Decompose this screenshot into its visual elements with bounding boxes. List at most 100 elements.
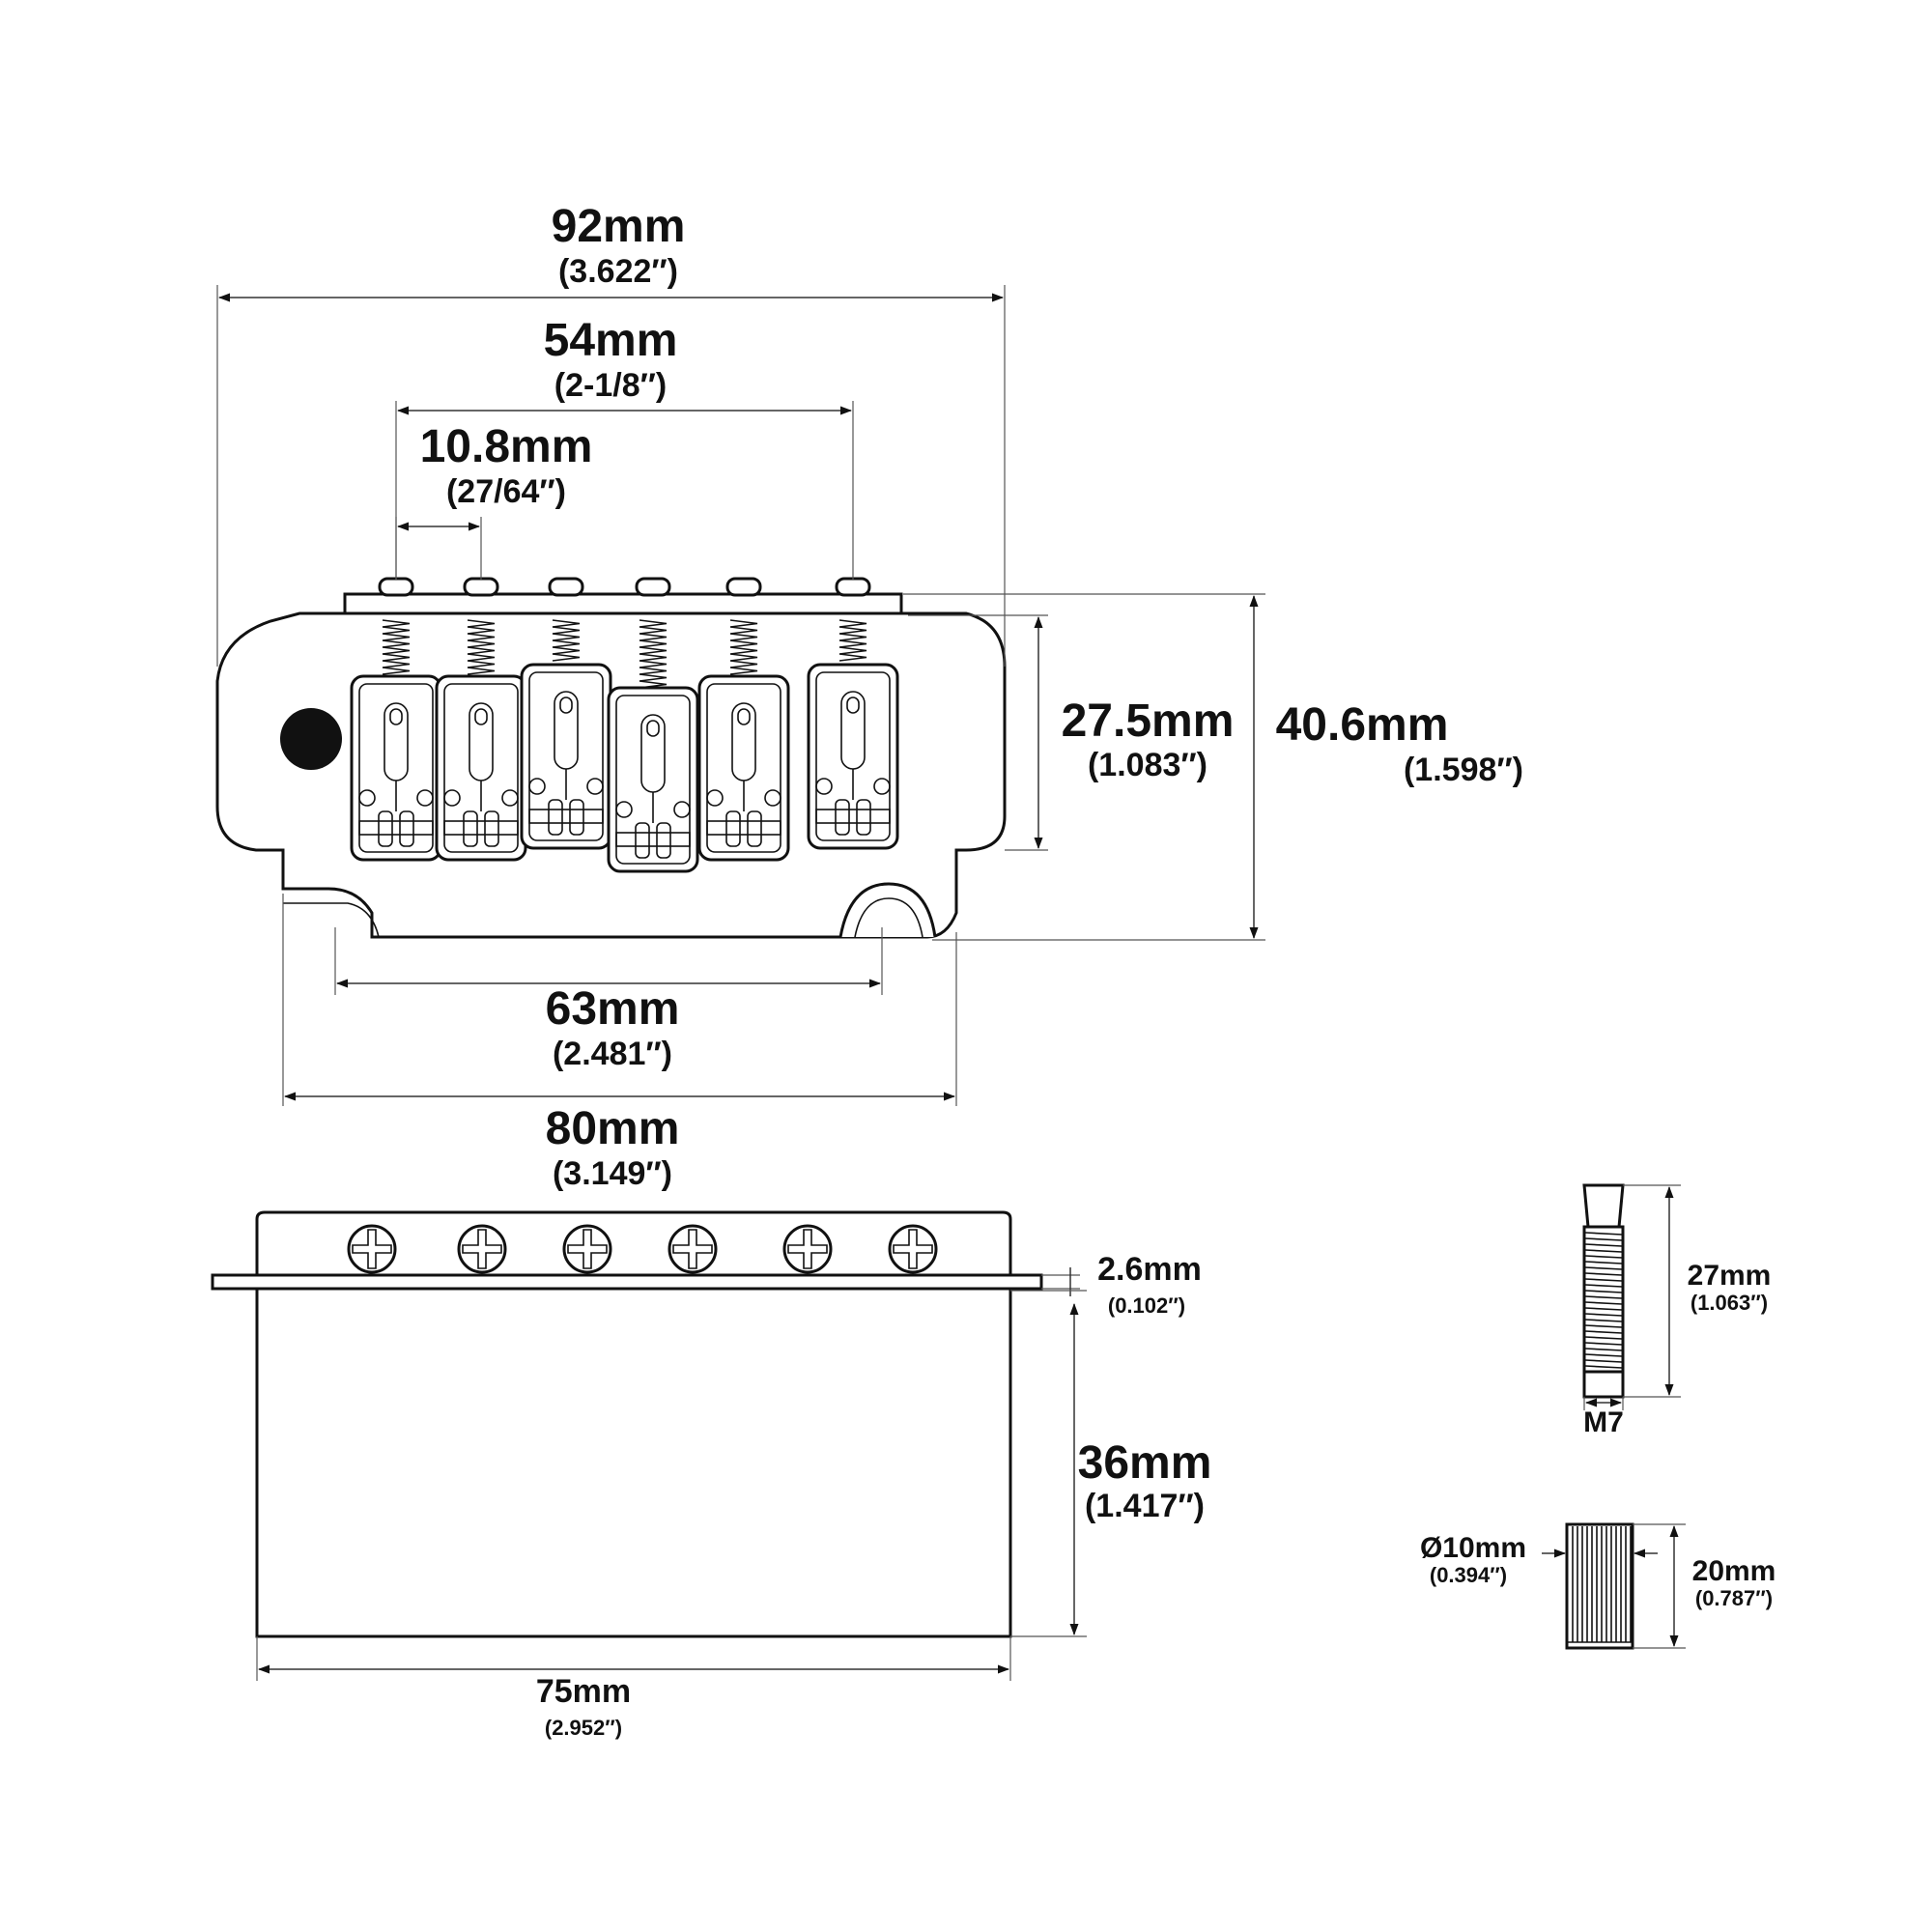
saddle-clip — [706, 820, 781, 836]
screw-head — [888, 1224, 938, 1274]
saddle-height-screw-right — [501, 789, 519, 807]
saddle-height-screw-left — [615, 801, 633, 818]
thread-line — [1584, 1365, 1623, 1369]
thread-line — [1584, 1237, 1623, 1241]
plate-thickness-imperial: (0.102″) — [1108, 1293, 1185, 1318]
mount-hole-spacing-imperial: (2.481″) — [553, 1036, 672, 1072]
saddle-clip-right — [569, 799, 584, 836]
thread-line — [1584, 1359, 1623, 1363]
saddle-clip-right — [656, 822, 671, 859]
thread-line — [1584, 1319, 1623, 1322]
plate-thickness-metric: 2.6mm — [1097, 1251, 1202, 1288]
thread-line — [1584, 1336, 1623, 1340]
saddle-height-screw-right — [586, 778, 604, 795]
saddle-clip-left — [835, 799, 850, 836]
arm-length-metric: 27mm — [1688, 1260, 1772, 1292]
saddle-slot-inner — [559, 696, 573, 714]
mounting-hole — [280, 708, 342, 770]
overall-width-imperial: (3.622″) — [558, 253, 678, 290]
bridge-side-view — [211, 1210, 1043, 1638]
bushing-length-metric: 20mm — [1692, 1555, 1776, 1587]
thread-line — [1584, 1290, 1623, 1293]
screw-group — [347, 1224, 938, 1274]
thread-line — [1584, 1348, 1623, 1351]
saddle-spring — [639, 619, 668, 689]
saddle-3 — [520, 577, 612, 850]
bushing-length-imperial: (0.787″) — [1695, 1586, 1773, 1610]
saddle-clip-right — [399, 810, 414, 847]
saddle-clip-left — [463, 810, 478, 847]
bridge-side-plate — [211, 1273, 1043, 1291]
thread-line — [1584, 1278, 1623, 1282]
bushing-diameter-imperial: (0.394″) — [1430, 1563, 1507, 1587]
outer-saddle-spacing-imperial: (2-1/8″) — [554, 367, 667, 404]
thread-line — [1584, 1295, 1623, 1299]
saddle-5 — [697, 577, 790, 862]
screw-1 — [347, 1224, 397, 1274]
thread-line — [1584, 1243, 1623, 1247]
saddle-clip-left — [378, 810, 393, 847]
block-width-metric: 75mm — [536, 1673, 631, 1710]
outer-saddle-spacing-metric: 54mm — [544, 315, 678, 366]
saddle-2 — [435, 577, 527, 862]
thread-line — [1584, 1249, 1623, 1253]
overall-width-metric: 92mm — [552, 201, 686, 252]
thread-line — [1584, 1307, 1623, 1311]
saddle-spring — [382, 619, 411, 675]
thread-line — [1584, 1272, 1623, 1276]
saddle-height-screw-left — [358, 789, 376, 807]
saddle-post-cap — [548, 577, 584, 597]
saddle-clip-right — [484, 810, 499, 847]
saddle-slot-inner — [737, 708, 751, 725]
screw-6 — [888, 1224, 938, 1274]
tremolo-block — [255, 1287, 1012, 1638]
saddle-clip-left — [635, 822, 650, 859]
arm-tip-cap — [1582, 1183, 1625, 1229]
saddle-post-cap — [463, 577, 499, 597]
screw-head — [562, 1224, 612, 1274]
saddle-clip-right — [747, 810, 762, 847]
saddle-group — [350, 577, 899, 873]
mount-notch-right-inner — [854, 897, 923, 938]
phillips-cross-icon — [893, 1229, 933, 1269]
saddle-clip — [528, 809, 604, 824]
saddle-height-screw-right — [873, 778, 891, 795]
screw-4 — [668, 1224, 718, 1274]
saddle-spring — [729, 619, 758, 675]
saddle-height-screw-right — [416, 789, 434, 807]
saddle-spacing-imperial: (27/64″) — [446, 473, 566, 510]
saddle-body-inner — [443, 683, 519, 853]
saddle-clip-right — [856, 799, 871, 836]
saddle-height-imperial: (1.083″) — [1088, 747, 1208, 783]
arm-tip: 27mm (1.063″) M7 — [1582, 1183, 1772, 1438]
screw-2 — [457, 1224, 507, 1274]
saddle-body-inner — [815, 671, 891, 841]
phillips-cross-icon — [567, 1229, 608, 1269]
thread-line — [1584, 1301, 1623, 1305]
saddle-slot-inner — [646, 720, 660, 737]
saddle-slot-inner — [846, 696, 860, 714]
thread-line — [1584, 1232, 1623, 1236]
screw-head — [782, 1224, 833, 1274]
block-height-imperial: (1.417″) — [1085, 1488, 1205, 1524]
saddle-body-inner — [528, 671, 604, 841]
arm-thread-lines — [1584, 1232, 1623, 1369]
bridge-top-view — [215, 577, 1007, 939]
saddle-height-metric: 27.5mm — [1062, 696, 1235, 747]
saddle-body-inner — [706, 683, 781, 853]
saddle-4 — [607, 577, 699, 873]
saddle-clip — [815, 809, 891, 824]
saddle-height-screw-left — [443, 789, 461, 807]
phillips-cross-icon — [672, 1229, 713, 1269]
saddle-slot-inner — [474, 708, 488, 725]
screw-5 — [782, 1224, 833, 1274]
mount-notch-right — [838, 882, 937, 938]
saddle-height-screw-left — [815, 778, 833, 795]
thread-line — [1584, 1342, 1623, 1346]
screw-head — [668, 1224, 718, 1274]
saddle-slot-inner — [389, 708, 403, 725]
saddle-body-inner — [615, 695, 691, 865]
saddle-spring — [838, 619, 867, 662]
saddle-height-screw-left — [706, 789, 724, 807]
